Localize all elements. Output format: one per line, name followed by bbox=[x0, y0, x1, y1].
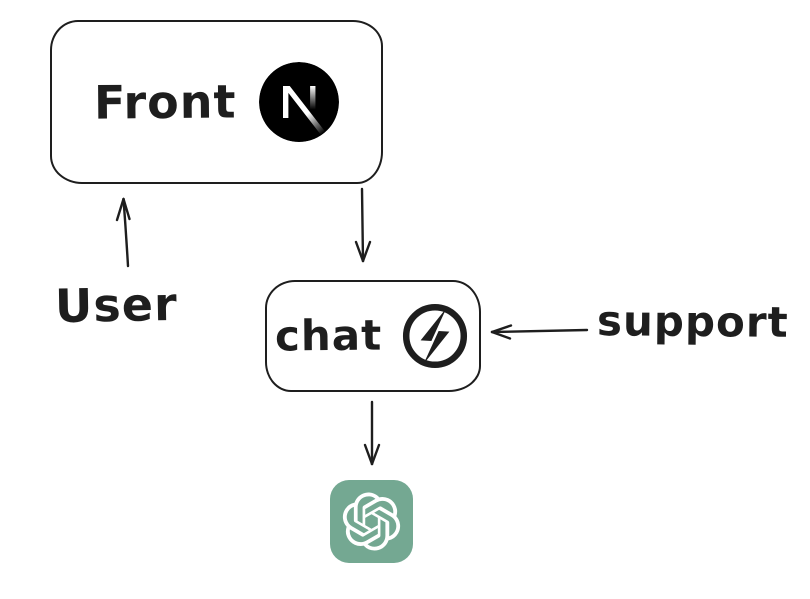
node-front[interactable]: Front bbox=[50, 20, 383, 184]
nextjs-icon bbox=[258, 62, 339, 142]
label-support[interactable]: support bbox=[596, 296, 789, 347]
arrow-front-to-chat[interactable] bbox=[354, 187, 372, 263]
fastapi-lightning-icon bbox=[399, 300, 471, 372]
arrow-support-to-chat[interactable] bbox=[490, 324, 589, 340]
node-chat[interactable]: chat bbox=[265, 280, 481, 392]
openai-icon[interactable] bbox=[330, 480, 413, 563]
label-user[interactable]: User bbox=[54, 276, 179, 334]
node-chat-label: chat bbox=[275, 310, 383, 361]
arrow-user-to-front[interactable] bbox=[115, 197, 131, 268]
arrow-chat-to-openai[interactable] bbox=[363, 400, 381, 466]
node-front-label: Front bbox=[94, 74, 237, 130]
